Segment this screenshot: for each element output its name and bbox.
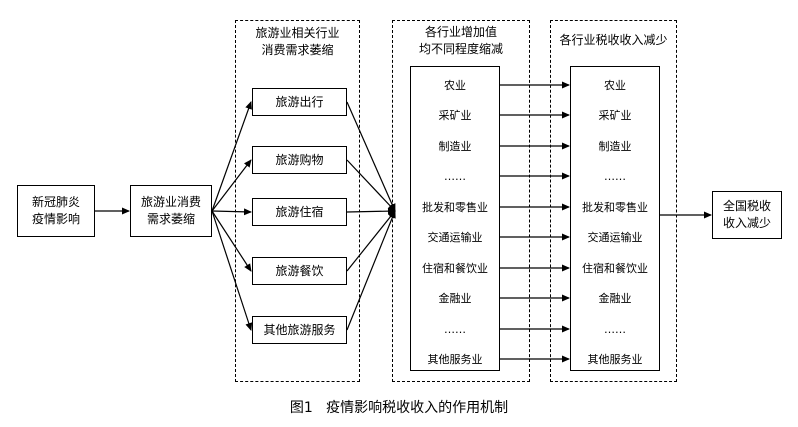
value-added-item: 住宿和餐饮业 xyxy=(422,262,488,275)
tax-revenue-item: 农业 xyxy=(604,79,626,92)
industry-other-node: 其他旅游服务 xyxy=(252,316,347,344)
figure-caption: 图1 疫情影响税收收入的作用机制 xyxy=(0,399,798,417)
related-industries-group xyxy=(235,20,360,382)
arrow-industry-to-value-added xyxy=(346,210,396,331)
value-added-item: 制造业 xyxy=(438,140,472,153)
tax-revenue-item: 采矿业 xyxy=(598,109,632,122)
value-added-list: 农业 采矿业 制造业 …… 批发和零售业 交通运输业 住宿和餐饮业 金融业 ……… xyxy=(410,66,500,371)
arrow-demand-to-industry xyxy=(211,159,252,212)
arrow-industry-to-value-added xyxy=(346,210,396,272)
arrow-demand-to-industry xyxy=(211,210,252,272)
arrow-industry-to-value-added xyxy=(346,101,396,212)
arrow-industry-to-value-added xyxy=(346,207,396,215)
tax-revenue-item: …… xyxy=(604,323,626,336)
value-added-item: …… xyxy=(444,170,466,183)
value-added-item: 交通运输业 xyxy=(427,231,483,244)
industry-travel-node: 旅游出行 xyxy=(252,88,347,116)
value-added-item: 农业 xyxy=(444,79,466,92)
value-added-item: 批发和零售业 xyxy=(422,201,488,214)
value-added-group xyxy=(392,20,530,382)
tax-revenue-item: 制造业 xyxy=(598,140,632,153)
tax-revenue-item: 批发和零售业 xyxy=(582,201,648,214)
value-added-title: 各行业增加值 均不同程度缩减 xyxy=(418,25,503,56)
tax-revenue-item: …… xyxy=(604,170,626,183)
tax-revenue-item: 交通运输业 xyxy=(587,231,643,244)
value-added-item: 金融业 xyxy=(438,292,472,305)
arrow-demand-to-industry xyxy=(211,208,252,216)
figure-number: 图1 xyxy=(289,400,313,416)
value-added-item: …… xyxy=(444,323,466,336)
value-added-item: 其他服务业 xyxy=(427,353,483,366)
related-industries-title: 旅游业相关行业 消费需求萎缩 xyxy=(255,26,340,57)
industry-shopping-node: 旅游购物 xyxy=(252,146,347,174)
tax-revenue-list: 农业 采矿业 制造业 …… 批发和零售业 交通运输业 住宿和餐饮业 金融业 ……… xyxy=(570,66,660,371)
industry-dining-node: 旅游餐饮 xyxy=(252,257,347,285)
value-added-item: 采矿业 xyxy=(438,109,472,122)
figure-caption-text: 疫情影响税收收入的作用机制 xyxy=(326,400,509,416)
industry-lodging-node: 旅游住宿 xyxy=(252,198,347,226)
tax-revenue-item: 金融业 xyxy=(598,292,632,305)
tax-revenue-item: 住宿和餐饮业 xyxy=(582,262,648,275)
arrow-demand-to-industry xyxy=(211,101,252,212)
tourism-demand-node: 旅游业消费 需求萎缩 xyxy=(130,185,212,237)
tax-revenue-title: 各行业税收收入减少 xyxy=(559,33,668,47)
tax-revenue-item: 其他服务业 xyxy=(587,353,643,366)
arrow-demand-to-industry xyxy=(211,210,253,331)
covid-impact-node: 新冠肺炎 疫情影响 xyxy=(17,185,95,237)
arrow-industry-to-value-added xyxy=(346,159,396,212)
tax-revenue-group xyxy=(550,20,677,382)
national-tax-node: 全国税收 收入减少 xyxy=(712,191,782,239)
